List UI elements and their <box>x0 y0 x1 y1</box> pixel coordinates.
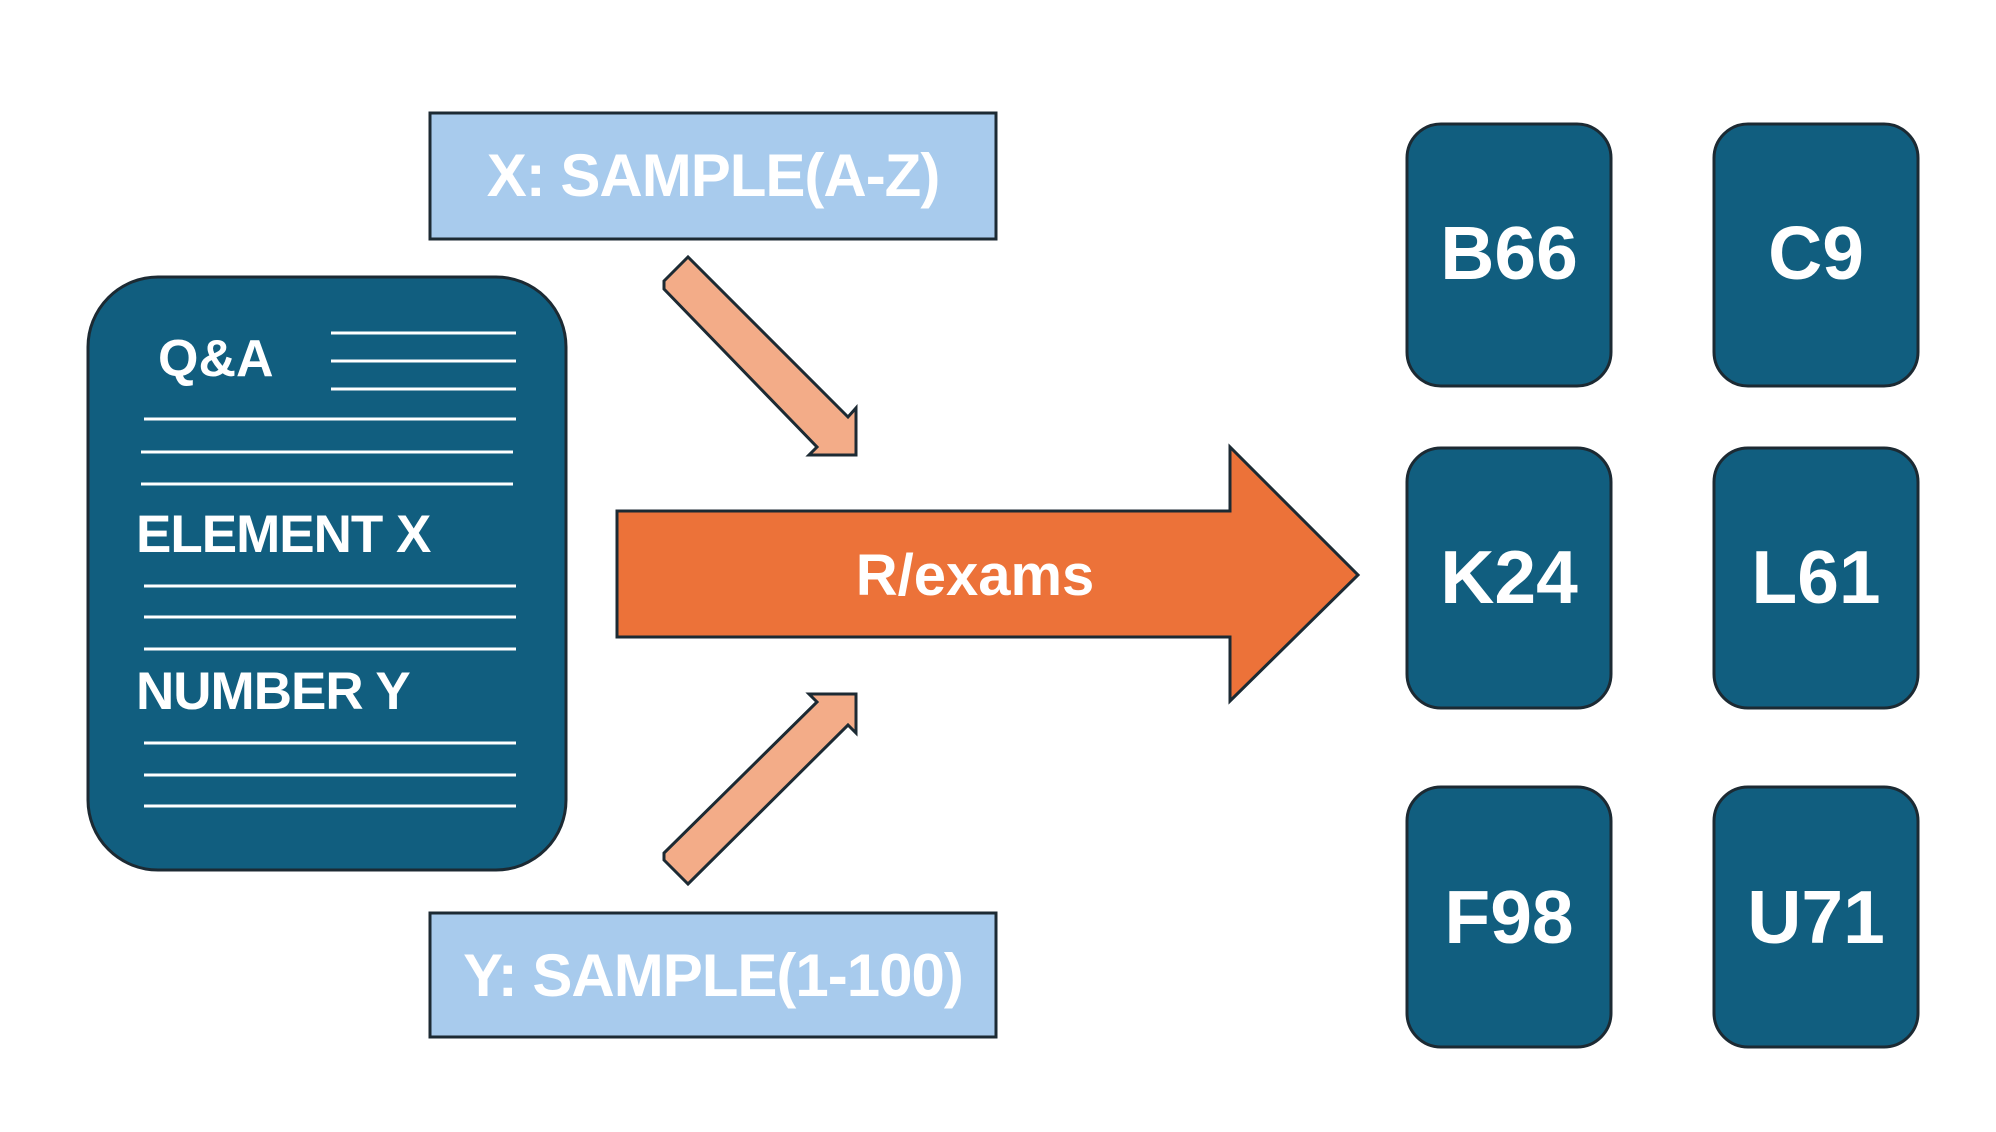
output-tile <box>1712 785 1920 1049</box>
y-sampler-box <box>428 911 998 1039</box>
y-sampler: Y: SAMPLE(1-100) <box>428 911 998 1039</box>
output-tile <box>1405 122 1613 388</box>
template-title: Q&A <box>158 330 274 388</box>
output-tile <box>1712 446 1920 710</box>
output-tile <box>1405 785 1613 1049</box>
template-lines <box>141 331 516 808</box>
output-tile-label: L61 <box>1751 535 1880 619</box>
output-tile-label: U71 <box>1747 875 1885 959</box>
x-sampler: X: SAMPLE(A-Z) <box>428 111 998 241</box>
y-sampler-label: Y: SAMPLE(1-100) <box>463 942 963 1009</box>
template-number-label: NUMBER Y <box>136 662 410 721</box>
engine-arrow-shape <box>615 443 1361 705</box>
output-tile <box>1405 446 1613 710</box>
output-grid: B66 C9 K24 L61 F98 U71 <box>1405 122 1920 1049</box>
engine-label: R/exams <box>856 543 1095 608</box>
output-tile <box>1712 122 1920 388</box>
y-input-arrow <box>662 692 858 887</box>
x-input-arrow <box>662 254 858 457</box>
template-element-label: ELEMENT X <box>136 505 431 564</box>
output-tile-label: C9 <box>1768 211 1864 295</box>
output-tile-label: F98 <box>1444 875 1573 959</box>
output-tile-label: K24 <box>1440 535 1578 619</box>
x-sampler-label: X: SAMPLE(A-Z) <box>487 142 940 209</box>
template-card <box>86 275 568 872</box>
question-template: Q&A ELEMENT X NUMBER Y <box>86 275 568 872</box>
output-tile-label: B66 <box>1440 211 1578 295</box>
engine-arrow: R/exams <box>615 443 1361 705</box>
x-sampler-box <box>428 111 998 241</box>
